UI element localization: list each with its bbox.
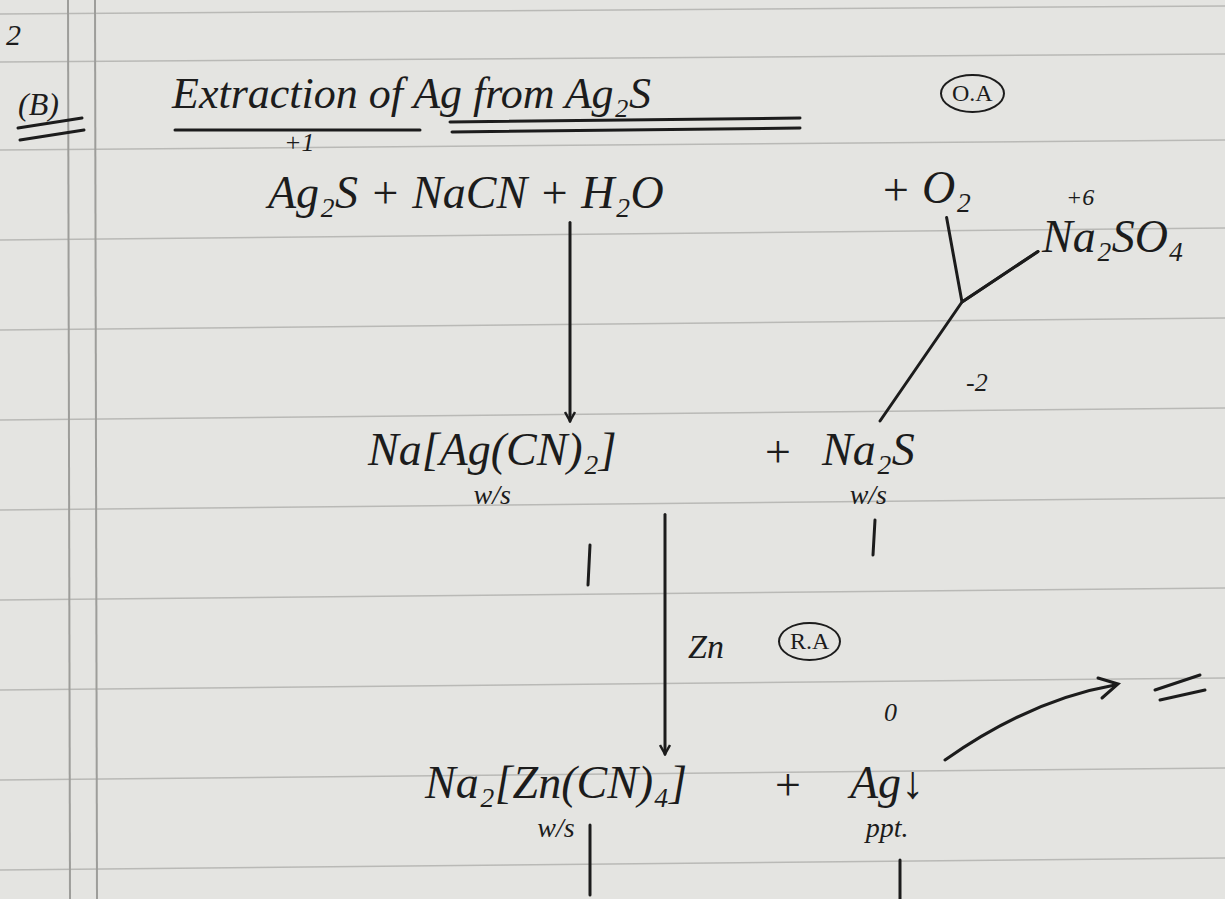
reducing-agent-tag: R.A <box>778 622 841 661</box>
silver-complex: Na[Ag(CN)₂] w/s <box>368 425 617 510</box>
formula: Na[Ag(CN)₂] <box>368 425 617 476</box>
formula: O.A <box>952 80 993 107</box>
formula: Ag₂S + NaCN + H₂O <box>268 168 664 219</box>
page-title: Extraction of Ag from Ag₂S <box>172 68 651 119</box>
formula: Ag↓ <box>850 758 924 809</box>
oxidation-state: +6 <box>1066 184 1094 211</box>
page-number: 2 <box>6 18 21 52</box>
oxygen: O₂ <box>922 163 971 214</box>
oxidation-state: -2 <box>966 368 988 398</box>
oxidising-agent-tag: O.A <box>940 74 1005 113</box>
plus-sign: + <box>772 758 803 811</box>
label-holder: -2 <box>966 368 988 398</box>
formula: O₂ <box>922 163 971 214</box>
reactants: Ag₂S + NaCN + H₂O <box>268 168 664 219</box>
label-holder: + <box>762 425 793 478</box>
label-holder: (B) <box>18 86 59 123</box>
note: w/s <box>537 813 574 844</box>
reaction-arrow <box>569 223 572 421</box>
oxidation-state: 0 <box>884 698 897 728</box>
title-holder: Extraction of Ag from Ag₂S <box>172 68 651 119</box>
formula: Na₂S <box>822 425 915 476</box>
oxidation-state: +1 <box>284 128 315 158</box>
reaction-arrow <box>664 514 667 754</box>
label-holder: +1 <box>284 128 315 158</box>
label-holder: + <box>772 758 803 811</box>
formula: R.A <box>790 628 829 655</box>
note: ppt. <box>866 813 909 844</box>
formula: Na₂[Zn(CN)₄] <box>425 758 687 809</box>
reagent-label: Zn <box>688 628 724 666</box>
plus-sign: + <box>762 425 793 478</box>
zinc-complex: Na₂[Zn(CN)₄] w/s <box>425 758 687 843</box>
section-letter: (B) <box>18 86 59 123</box>
formula: Na₂SO₄ <box>1042 212 1184 263</box>
plus-sign: + <box>880 163 911 216</box>
silver-precipitate: Ag↓ ppt. <box>850 758 924 843</box>
edge-label-holder: Zn <box>688 628 724 666</box>
reaction-arrow <box>880 252 1038 422</box>
label-holder: +6 <box>1066 184 1094 211</box>
label-holder: + <box>880 163 911 216</box>
note: w/s <box>474 480 511 511</box>
note: w/s <box>850 480 887 511</box>
label-holder: 0 <box>884 698 897 728</box>
sodium-sulphide: Na₂S w/s <box>822 425 915 510</box>
label-holder: 2 <box>6 18 21 52</box>
sulphate-product: Na₂SO₄ <box>1042 212 1184 263</box>
